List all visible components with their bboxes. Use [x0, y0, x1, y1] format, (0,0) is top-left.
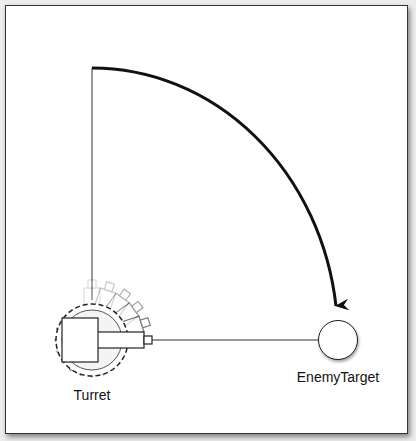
target-circle: EnemyTarget: [318, 320, 358, 360]
reference-line: [92, 68, 93, 300]
turret-node: Turret: [47, 295, 137, 385]
node-label: Turret: [74, 387, 111, 403]
node-label: EnemyTarget: [297, 369, 379, 385]
connector-line: [137, 340, 318, 341]
turret-symbol: [55, 276, 156, 377]
rotation-arc: [92, 68, 336, 306]
